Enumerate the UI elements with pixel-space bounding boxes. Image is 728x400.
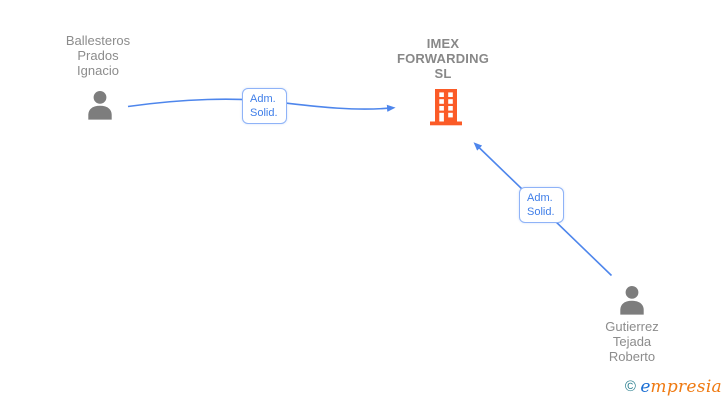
edge-label-line: Adm. xyxy=(250,93,276,105)
company-name-line: SL xyxy=(434,66,452,81)
person-silhouette-icon xyxy=(620,286,644,315)
person-silhouette-icon xyxy=(88,91,112,120)
company-name-line: IMEX xyxy=(426,36,460,51)
node-person-gutierrez[interactable]: Gutierrez Tejada Roberto xyxy=(577,285,687,365)
person-name: Gutierrez Tejada Roberto xyxy=(577,319,687,364)
node-company-imex-forwarding[interactable]: IMEX FORWARDING SL xyxy=(388,36,498,128)
edge-label-line: Solid. xyxy=(527,206,555,218)
building-icon xyxy=(430,89,462,126)
company-name-line: FORWARDING xyxy=(396,51,490,66)
person-name-line: Ignacio xyxy=(77,63,119,78)
person-name: Ballesteros Prados Ignacio xyxy=(43,33,153,78)
edge-label-line: Adm. xyxy=(527,192,553,204)
person-name-line: Tejada xyxy=(612,334,652,349)
empresia-watermark: © empresia xyxy=(625,377,722,397)
copyright-icon: © xyxy=(624,378,636,395)
logo-initial: e xyxy=(640,377,651,397)
edge-label-adm-solid-1: Adm. Solid. xyxy=(242,88,287,124)
person-name-line: Prados xyxy=(77,48,119,63)
company-name: IMEX FORWARDING SL xyxy=(388,36,498,81)
person-name-line: Gutierrez xyxy=(605,319,659,334)
person-name-line: Ballesteros xyxy=(65,33,131,48)
person-name-line: Roberto xyxy=(608,349,656,364)
edge-label-adm-solid-2: Adm. Solid. xyxy=(519,187,564,223)
node-person-ballesteros[interactable]: Ballesteros Prados Ignacio xyxy=(43,33,153,123)
empresia-logo-text: empresia xyxy=(640,377,722,397)
logo-rest: mpresia xyxy=(650,377,722,397)
edge-label-line: Solid. xyxy=(250,107,278,119)
